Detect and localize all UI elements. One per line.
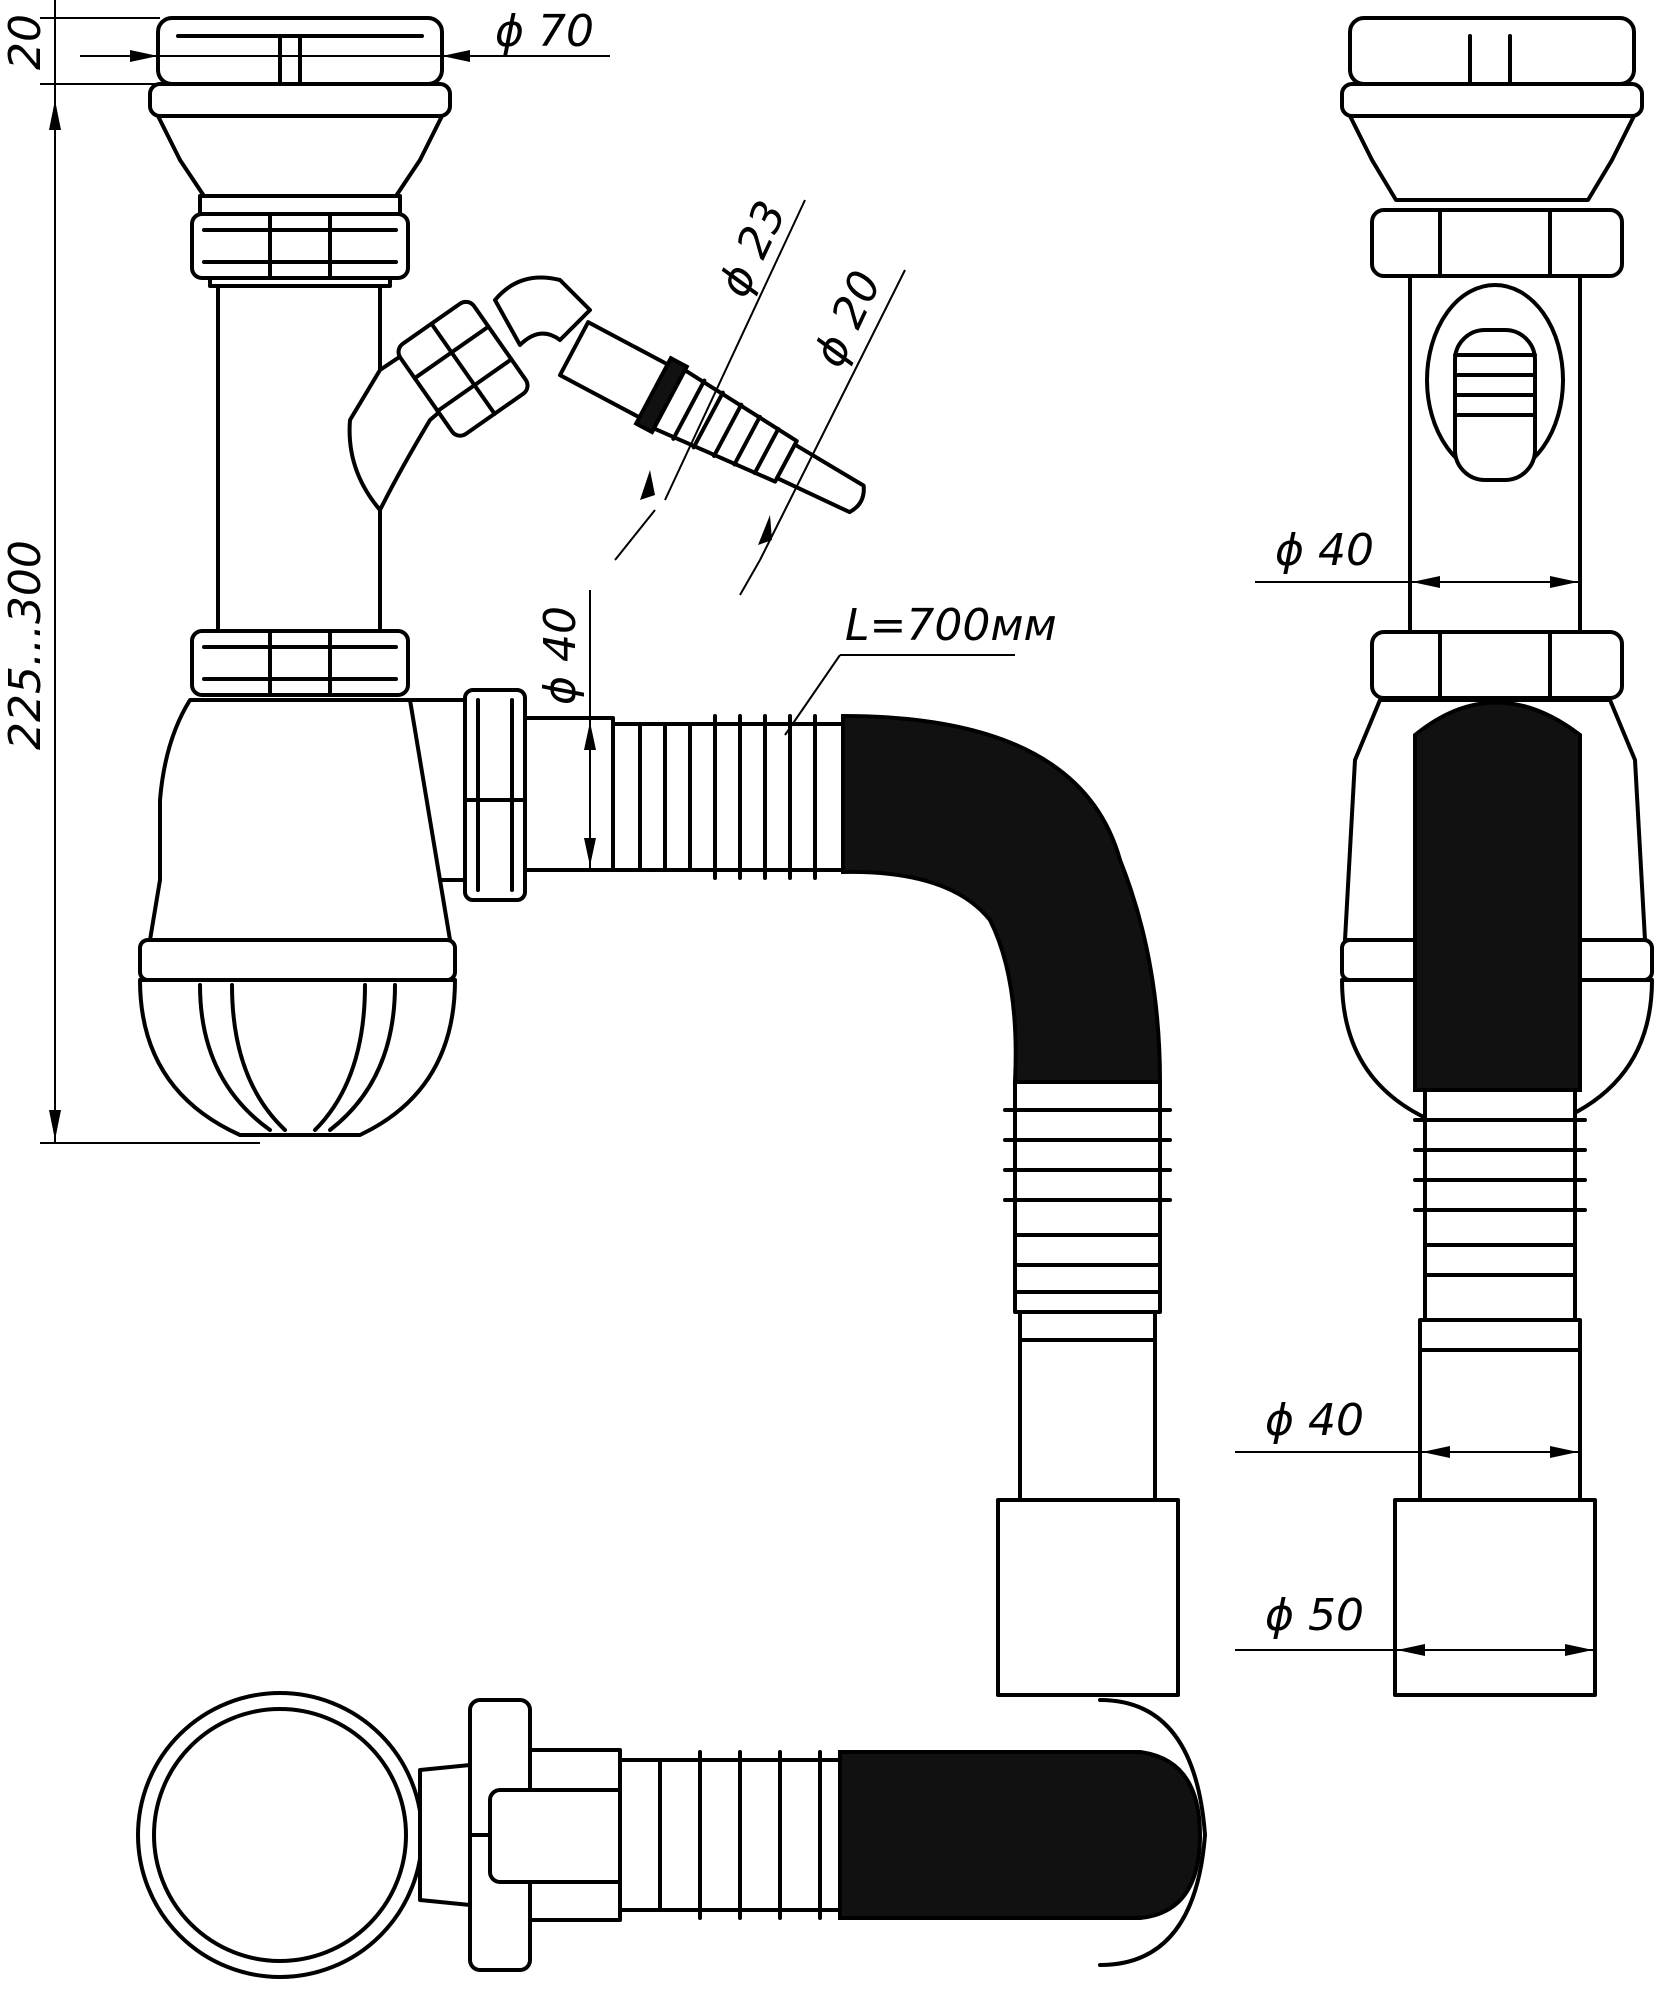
label-cap-height: 20 (0, 14, 51, 70)
label-cap-diameter: ϕ 70 (495, 6, 594, 57)
corrugated-hose (611, 713, 1163, 1084)
label-total-height: 225...300 (0, 540, 51, 750)
label-side-pipe-diameter: ϕ 40 (1275, 525, 1374, 576)
upper-nut (190, 212, 410, 288)
bottle-trap-body (138, 698, 472, 1137)
top-view (136, 1691, 1207, 1979)
hose-nozzle (557, 320, 866, 515)
label-nozzle-inner: ϕ 20 (804, 263, 892, 374)
drain-cap (148, 16, 452, 216)
side-view (1340, 16, 1654, 1697)
label-outlet-diameter: ϕ 40 (535, 606, 586, 705)
label-hose-length: L=700мм (845, 600, 1057, 651)
front-view (138, 16, 1180, 1697)
lower-nut (190, 629, 410, 697)
corrugated-down-section (996, 1080, 1180, 1697)
outlet-connector (463, 688, 615, 902)
dimension-lines (40, 0, 1595, 1656)
label-side-outlet-small: ϕ 40 (1265, 1395, 1364, 1446)
label-side-outlet-large: ϕ 50 (1265, 1590, 1364, 1641)
side-branch-fitting (347, 275, 592, 512)
label-nozzle-outer: ϕ 23 (709, 193, 797, 304)
